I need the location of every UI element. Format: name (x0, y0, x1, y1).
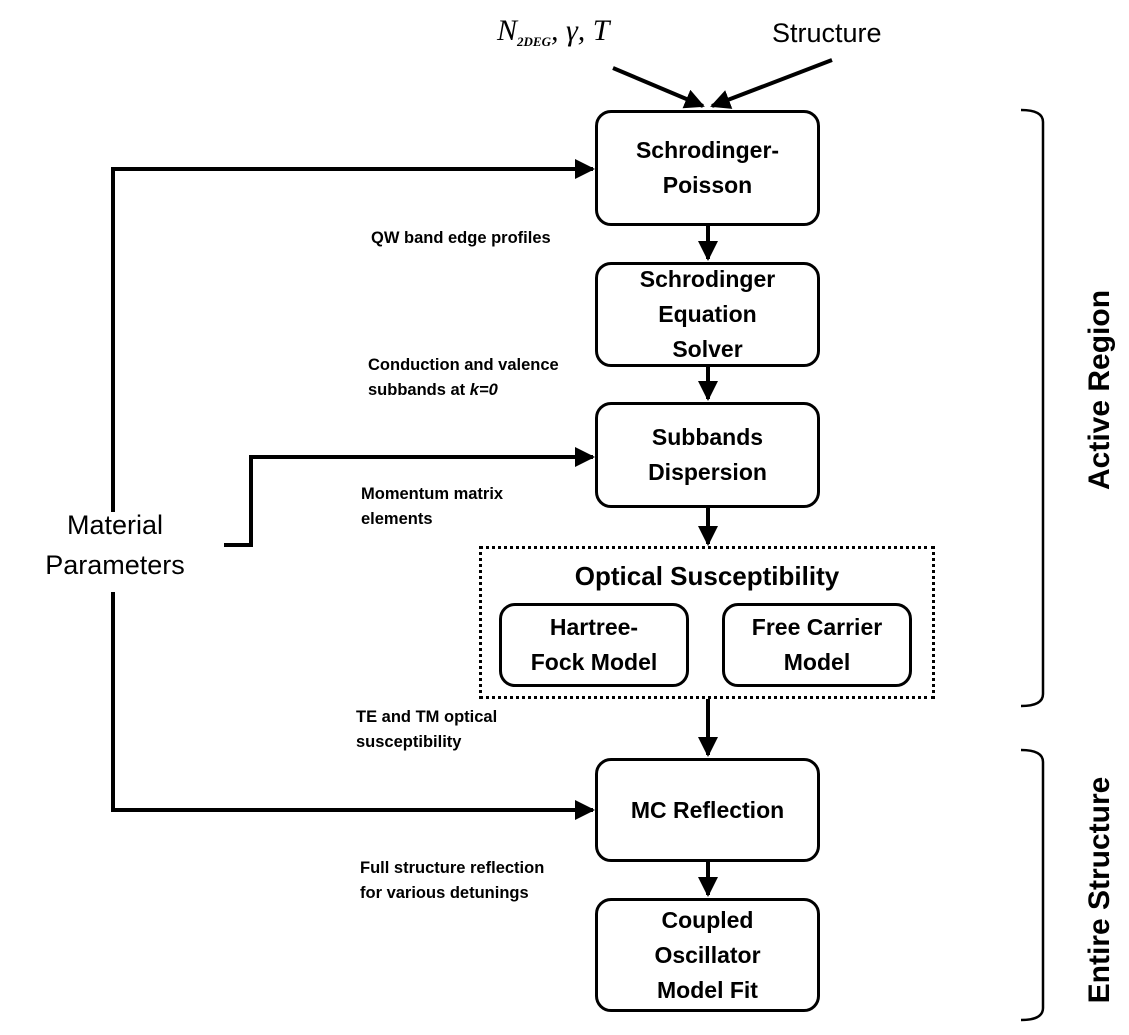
material-feed-bottom (111, 592, 595, 820)
momentum-matrix-note: Momentum matrix elements (361, 485, 504, 528)
subbands-dispersion-box: Subbands Dispersion (595, 402, 820, 508)
optical-susceptibility-group (479, 546, 935, 699)
material-parameters-label: Material Parameters (45, 510, 185, 580)
active-region-bracket (1020, 108, 1045, 708)
active-region-label: Active Region (1083, 289, 1116, 490)
te-tm-susceptibility-note: TE and TM optical susceptibility (356, 708, 498, 751)
conduction-valence-note: Conduction and valence subbands at k=0 (368, 356, 559, 399)
qw-band-edge-note: QW band edge profiles (371, 229, 551, 247)
entire-structure-bracket (1020, 748, 1045, 1022)
coupled-oscillator-model-fit-box: Coupled Oscillator Model Fit (595, 898, 820, 1012)
schrodinger-equation-solver-box: Schrodinger Equation Solver (595, 262, 820, 367)
input-structure-label: Structure (772, 18, 882, 48)
input-arrow-structure (710, 58, 833, 109)
material-feed-top (111, 159, 595, 512)
hartree-fock-model-box: Hartree- Fock Model (499, 603, 689, 687)
input-arrow-parameters (612, 66, 705, 109)
free-carrier-model-box: Free Carrier Model (722, 603, 912, 687)
material-feed-middle (224, 447, 595, 547)
entire-structure-label: Entire Structure (1083, 776, 1116, 1004)
full-structure-reflection-note: Full structure reflection for various de… (360, 859, 545, 902)
schrodinger-poisson-box: Schrodinger- Poisson (595, 110, 820, 226)
input-parameters-label: N2DEG, γ, T (497, 14, 610, 49)
optical-susceptibility-title: Optical Susceptibility (574, 561, 840, 591)
mc-reflection-box: MC Reflection (595, 758, 820, 862)
